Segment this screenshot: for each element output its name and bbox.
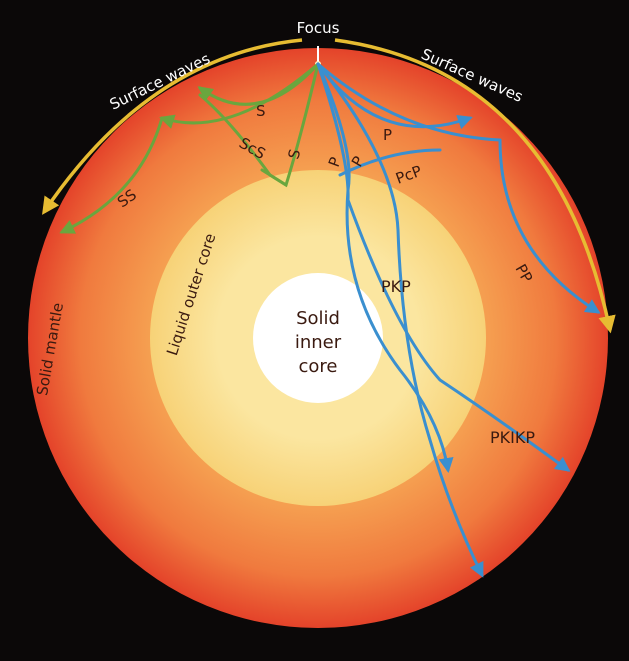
s-wave-group	[59, 62, 320, 234]
pkp-label: PKP	[381, 277, 411, 296]
pkikp-wave-path	[316, 62, 571, 472]
inner-core-label-line-3: core	[299, 356, 338, 377]
inner-core-label-line-1: Solid	[296, 308, 340, 329]
surface-wave-arc-right	[334, 38, 616, 334]
s-wave-path	[197, 62, 320, 106]
p-branch-path	[338, 148, 442, 177]
scs-return-path	[198, 93, 288, 187]
s-wave-path-2	[159, 62, 320, 129]
scs-wave-path	[260, 62, 320, 188]
pkp-wave-path-1	[316, 62, 454, 473]
inner-core-layer	[253, 273, 383, 403]
p-label-1: P	[383, 126, 392, 144]
p-wave-path	[316, 62, 502, 142]
s-label-1: S	[256, 102, 266, 120]
inner-core-label-line-2: inner	[295, 332, 342, 353]
ss-wave-path	[59, 116, 164, 234]
focus-label: Focus	[297, 19, 340, 37]
p-wave-group	[316, 62, 601, 578]
surface-wave-arc-left	[42, 38, 303, 215]
s-label-2: S	[284, 147, 304, 161]
pp-wave-path	[498, 138, 601, 314]
pkikp-label: PKIKP	[490, 428, 535, 447]
